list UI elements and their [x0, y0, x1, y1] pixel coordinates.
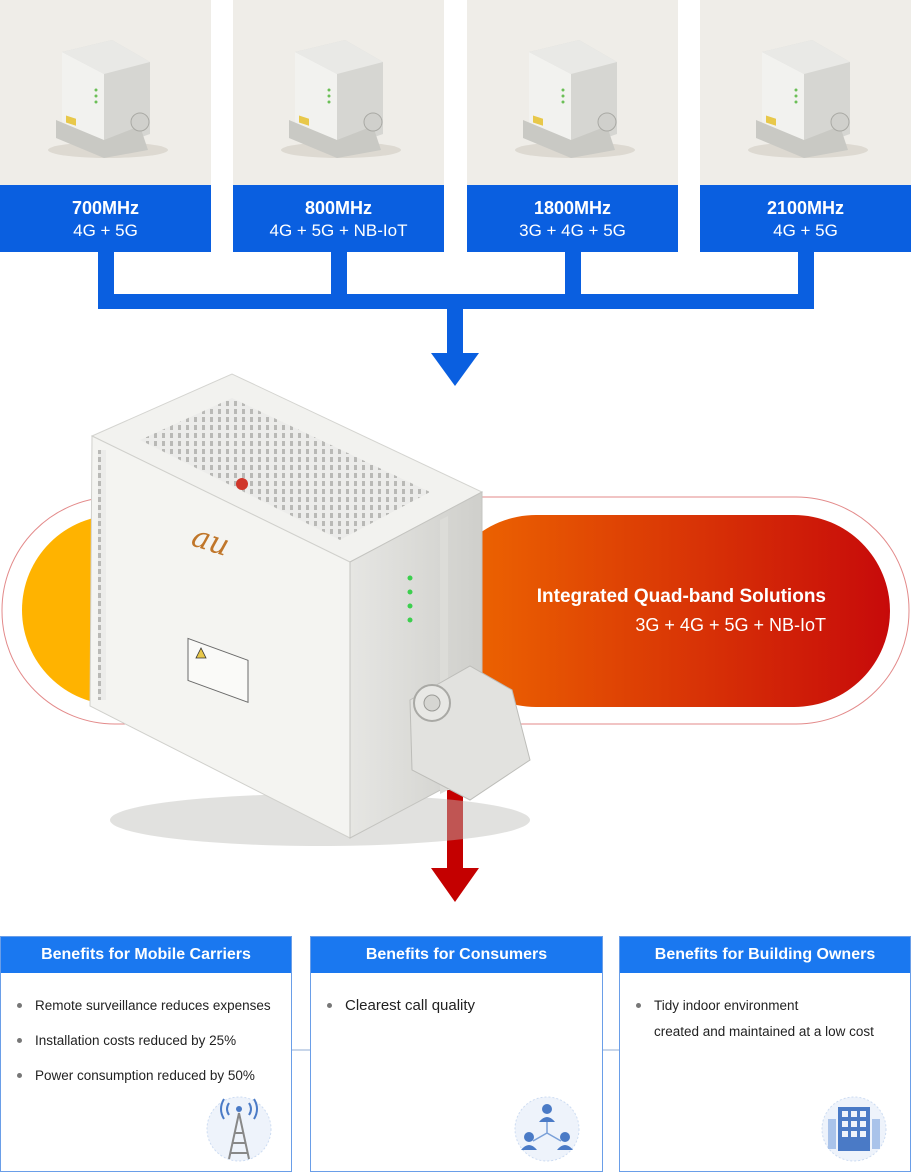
benefit-list: Clearest call quality [311, 973, 602, 1019]
band-label: 700MHz 4G + 5G [0, 185, 211, 252]
down-arrow-blue-icon [431, 353, 479, 386]
repeater-photo [700, 0, 911, 185]
benefit-connector [291, 1049, 311, 1051]
benefit-item: Tidy indoor environment created and maint… [634, 993, 910, 1045]
solution-text: Integrated Quad-band Solutions 3G + 4G +… [490, 584, 826, 640]
cell-tower-icon [206, 1096, 272, 1162]
solution-title: Integrated Quad-band Solutions [536, 586, 826, 607]
band-label: 1800MHz 3G + 4G + 5G [467, 185, 678, 252]
band-technologies: 4G + 5G [73, 221, 138, 240]
benefit-title: Benefits for Mobile Carriers [1, 937, 291, 973]
benefit-item: Power consumption reduced by 50% [15, 1063, 291, 1089]
band-label: 2100MHz 4G + 5G [700, 185, 911, 252]
benefit-item: Installation costs reduced by 25% [15, 1028, 291, 1054]
benefit-card-consumers: Benefits for Consumers Clearest call qua… [310, 936, 603, 1172]
repeater-image [48, 40, 168, 158]
benefit-list: Tidy indoor environment created and maint… [620, 973, 910, 1045]
band-technologies: 4G + 5G + NB-IoT [269, 221, 408, 240]
band-technologies: 3G + 4G + 5G [519, 221, 626, 240]
benefit-list: Remote surveillance reduces expenses Ins… [1, 973, 291, 1089]
repeater-image [281, 40, 401, 158]
repeater-photo [0, 0, 211, 185]
benefit-connector [602, 1049, 620, 1051]
benefit-title: Benefits for Building Owners [620, 937, 910, 973]
repeater-photo [233, 0, 444, 185]
benefit-card-carriers: Benefits for Mobile Carriers Remote surv… [0, 936, 292, 1172]
band-frequency: 700MHz [71, 198, 140, 218]
benefit-item-line: Tidy indoor environment [654, 998, 799, 1013]
building-icon [821, 1096, 887, 1162]
repeater-image [515, 40, 635, 158]
repeater-image [748, 40, 868, 158]
band-frequency: 1800MHz [533, 198, 612, 218]
band-2100: 2100MHz 4G + 5G [700, 0, 911, 252]
solution-subtitle: 3G + 4G + 5G + NB-IoT [635, 615, 826, 635]
band-800: 800MHz 4G + 5G + NB-IoT [233, 0, 444, 252]
benefit-item-line: created and maintained at a low cost [654, 1024, 874, 1039]
band-frequency: 2100MHz [766, 198, 845, 218]
benefit-item: Remote surveillance reduces expenses [15, 993, 291, 1019]
band-frequency: 800MHz [304, 198, 373, 218]
band-1800: 1800MHz 3G + 4G + 5G [467, 0, 678, 252]
band-label: 800MHz 4G + 5G + NB-IoT [233, 185, 444, 252]
benefit-title: Benefits for Consumers [311, 937, 602, 973]
connector-lines [98, 252, 814, 355]
band-technologies: 4G + 5G [773, 221, 838, 240]
down-arrow-red-icon [431, 868, 479, 902]
benefit-card-building-owners: Benefits for Building Owners Tidy indoor… [619, 936, 911, 1172]
band-700: 700MHz 4G + 5G [0, 0, 211, 252]
benefit-item: Clearest call quality [325, 993, 602, 1019]
people-network-icon [514, 1096, 580, 1162]
repeater-photo [467, 0, 678, 185]
pill-right [440, 515, 890, 707]
